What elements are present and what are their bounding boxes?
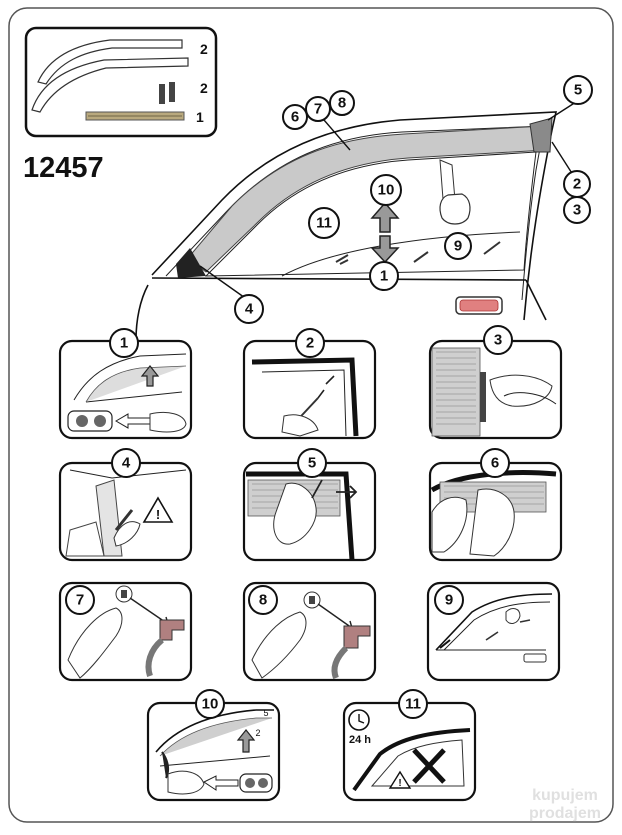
step-number-7: 7 xyxy=(76,592,84,609)
step-number-5: 5 xyxy=(308,455,316,472)
callout-11: 11 xyxy=(316,215,332,232)
svg-text:!: ! xyxy=(156,507,160,522)
product-code: 12457 xyxy=(23,152,104,184)
step-number-10: 10 xyxy=(202,696,219,713)
step-panel-4: ! 4 xyxy=(58,448,193,562)
step-panel-6: 6 xyxy=(428,448,563,562)
cross-icon xyxy=(412,748,446,784)
callout-7: 7 xyxy=(314,101,322,118)
callout-9: 9 xyxy=(454,238,462,255)
step-number-9: 9 xyxy=(445,592,453,609)
step-number-8: 8 xyxy=(259,592,267,609)
callout-1: 1 xyxy=(380,268,388,285)
callout-2: 2 xyxy=(573,176,581,193)
step-number-3: 3 xyxy=(494,332,502,349)
parts-legend: 2 2 1 xyxy=(24,26,218,138)
warning-icon xyxy=(142,496,174,523)
timer-label: 24 h xyxy=(349,734,371,746)
legend-qty-deflector: 2 xyxy=(200,41,208,57)
step-panel-9: 9 xyxy=(426,581,561,682)
warning-icon xyxy=(388,770,412,789)
step-number-1: 1 xyxy=(120,335,128,352)
clip-part-a xyxy=(159,84,165,104)
step-number-4: 4 xyxy=(122,455,131,472)
svg-text:5: 5 xyxy=(574,82,582,99)
step-number-11: 11 xyxy=(405,696,421,713)
callout-6: 6 xyxy=(291,109,299,126)
watermark-line-2: prodajem xyxy=(529,805,601,822)
step-panel-2: 2 xyxy=(242,328,377,440)
step-panel-5: 5 xyxy=(242,448,377,562)
watermark: kupujem prodajem xyxy=(529,787,601,822)
step-panel-8: 8 xyxy=(242,581,377,682)
step-panel-3: 3 xyxy=(428,325,563,440)
step-panel-1: 1 xyxy=(58,328,193,440)
watermark-line-1: kupujem xyxy=(532,787,598,804)
callout-3: 3 xyxy=(573,202,581,219)
clip-part-b xyxy=(169,82,175,102)
legend-qty-strip: 1 xyxy=(196,109,204,125)
step10-mini-label-2: 2 xyxy=(255,728,260,738)
callout-4: 4 xyxy=(245,301,254,318)
callout-10: 10 xyxy=(378,182,395,199)
svg-text:!: ! xyxy=(398,778,401,789)
deflector-part-lower xyxy=(31,57,189,113)
callout-5 xyxy=(563,75,593,105)
step-panel-11: 24 h ! 11 xyxy=(342,689,477,802)
legend-qty-clips: 2 xyxy=(200,80,208,96)
step-panel-7: 7 xyxy=(58,581,193,682)
step-number-6: 6 xyxy=(491,455,499,472)
step-panel-10: 5 2 10 xyxy=(146,689,281,802)
step-number-2: 2 xyxy=(306,335,314,352)
main-callouts: 5 6 7 8 2 3 10 11 9 1 4 xyxy=(234,75,593,324)
step10-mini-label-5: 5 xyxy=(263,708,268,718)
callout-8: 8 xyxy=(338,95,346,112)
deflector-part-upper xyxy=(37,39,183,85)
